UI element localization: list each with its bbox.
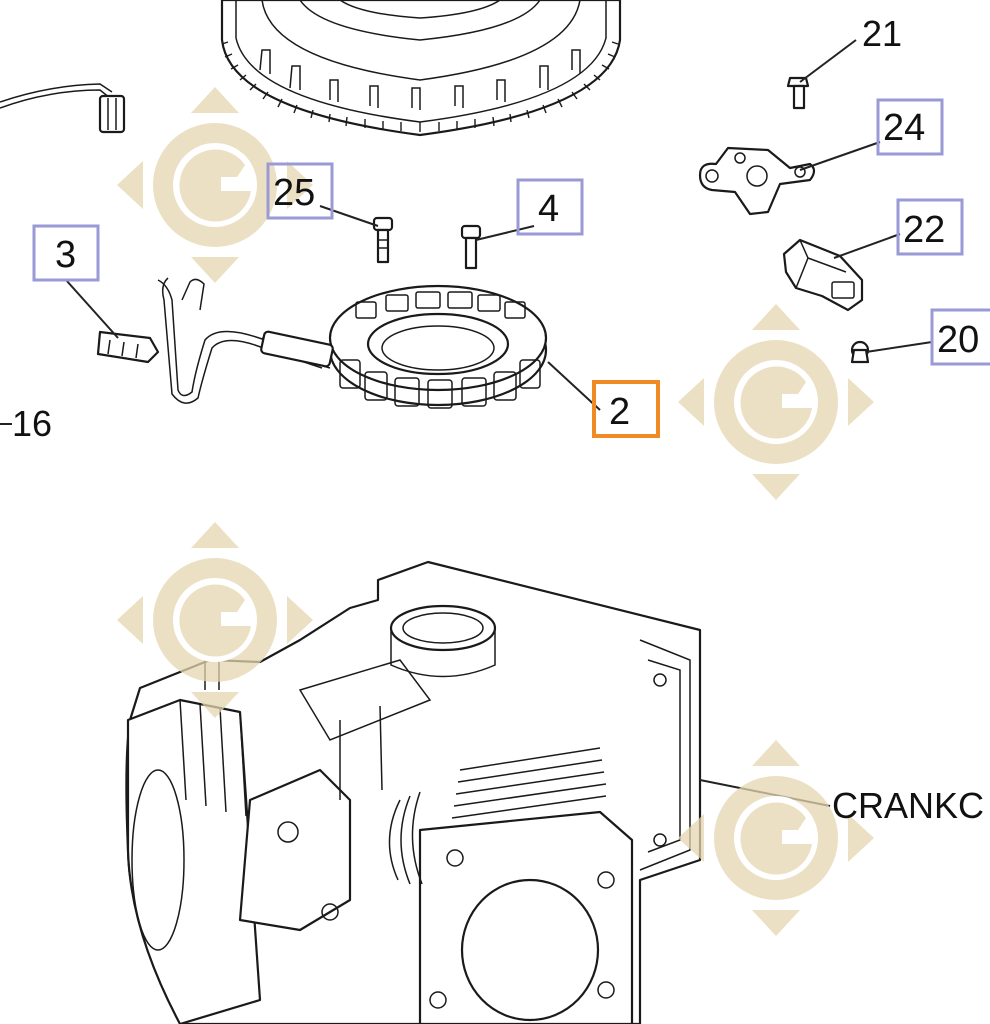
callout-16-label: 16 xyxy=(12,403,52,444)
callout-3-label: 3 xyxy=(55,234,76,276)
callout-2-label: 2 xyxy=(609,391,630,433)
callout-21[interactable]: 21 xyxy=(862,13,902,54)
screw-part-20[interactable] xyxy=(850,340,870,364)
callout-22-label: 22 xyxy=(903,209,945,251)
watermark-logo-2 xyxy=(678,304,874,500)
callout-2[interactable]: 2 xyxy=(592,380,660,438)
crankcase[interactable] xyxy=(125,560,702,1024)
crankcase-label: CRANKC xyxy=(832,785,984,826)
stator[interactable] xyxy=(328,284,548,409)
stator-leads xyxy=(157,277,334,404)
callout-21-label: 21 xyxy=(862,13,902,54)
callout-20[interactable]: 20 xyxy=(930,308,990,366)
watermark-logo-1 xyxy=(117,87,313,283)
bolt-part-4[interactable] xyxy=(460,224,482,270)
flywheel[interactable] xyxy=(220,0,622,137)
callout-16[interactable]: 16 xyxy=(12,403,52,444)
callout-3[interactable]: 3 xyxy=(32,224,100,282)
connector-part-3[interactable] xyxy=(96,330,160,364)
callout-25[interactable]: 25 xyxy=(266,162,334,220)
callout-crankcase[interactable]: CRANKC xyxy=(832,785,984,826)
callout-24[interactable]: 24 xyxy=(876,98,944,156)
sensor-part-22[interactable] xyxy=(782,238,864,312)
callout-22[interactable]: 22 xyxy=(896,198,964,256)
callout-24-label: 24 xyxy=(883,107,925,149)
wire-harness-top xyxy=(0,83,126,134)
watermark-logo-4 xyxy=(678,740,874,936)
callout-25-label: 25 xyxy=(273,172,315,214)
bolt-part-21[interactable] xyxy=(786,76,810,110)
callout-4[interactable]: 4 xyxy=(516,178,584,236)
bracket-part-24[interactable] xyxy=(698,146,816,216)
callout-4-label: 4 xyxy=(538,188,559,230)
callout-20-label: 20 xyxy=(937,319,979,361)
watermark-logo-3 xyxy=(117,522,313,718)
